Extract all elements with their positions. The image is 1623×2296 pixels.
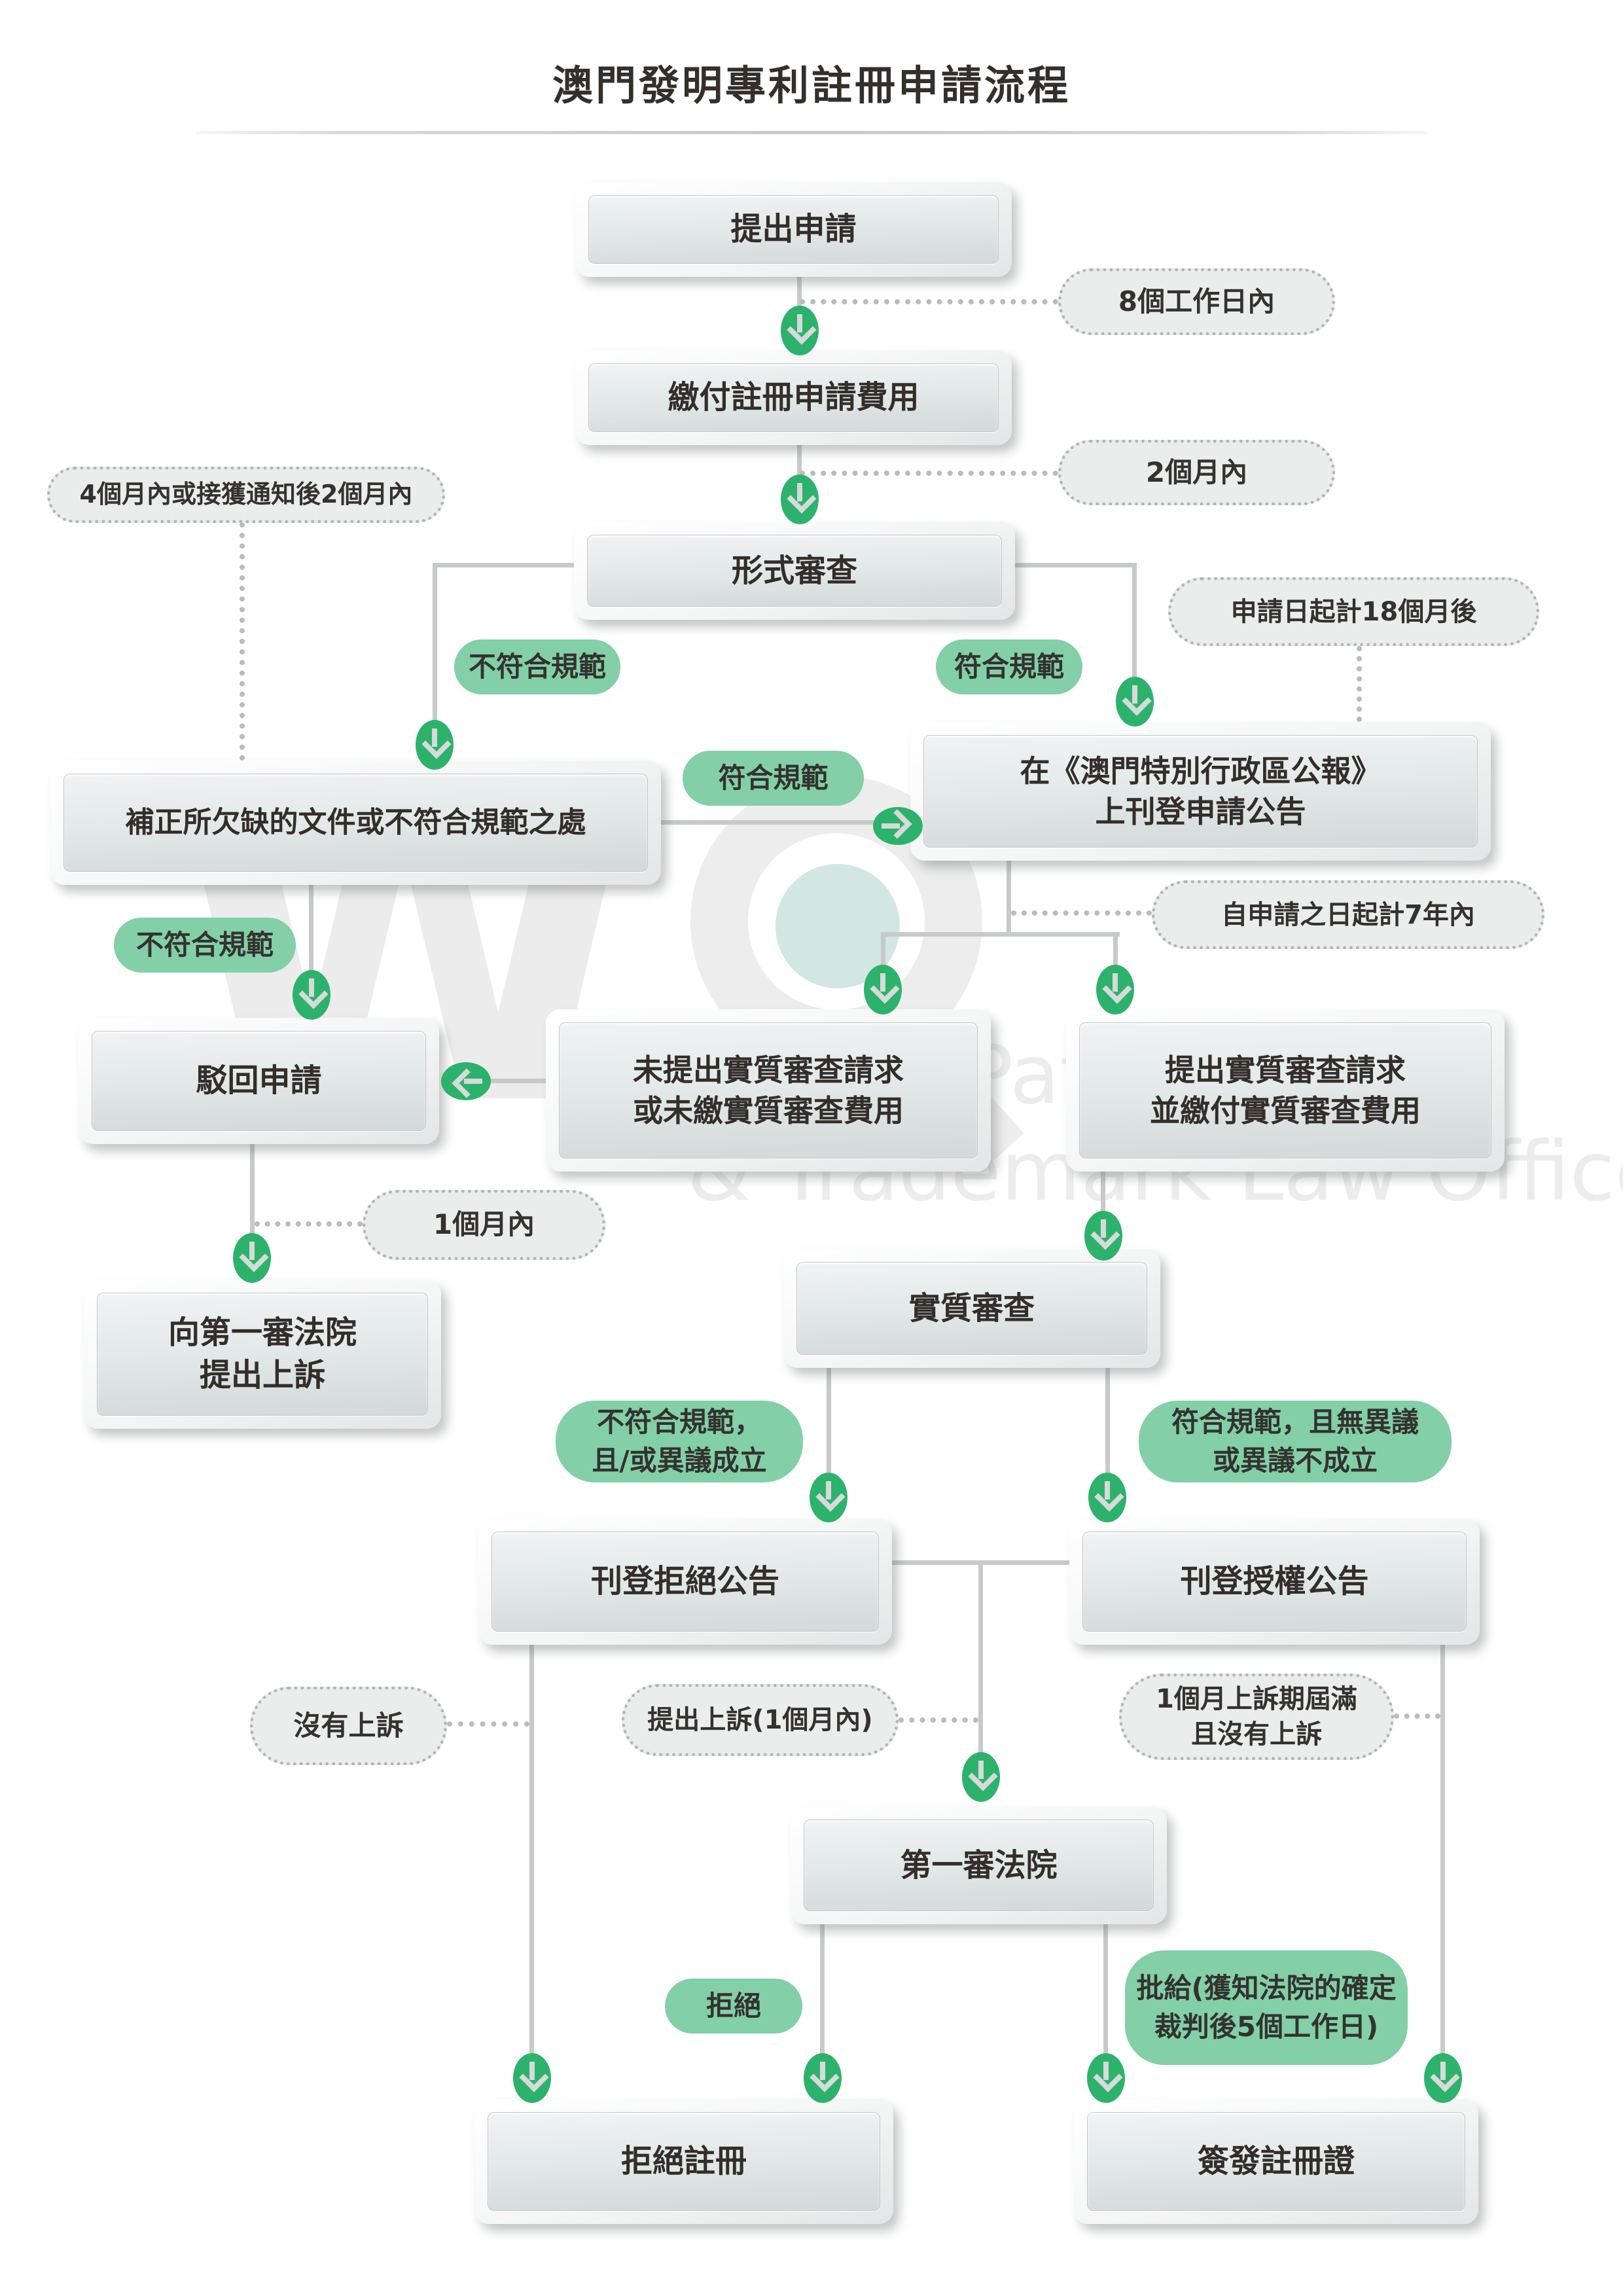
- arrow-down-icon: [864, 965, 902, 1014]
- arrow-down-icon: [781, 475, 819, 524]
- pill-compliant-no-objection: 符合規範，且無異議 或異議不成立: [1139, 1401, 1452, 1482]
- connector: [820, 1924, 825, 2058]
- connector: [1113, 932, 1118, 973]
- node-appeal-to-first-instance-court-label: 向第一審法院 提出上訴: [97, 1293, 428, 1416]
- oval-no-appeal: 沒有上訴: [250, 1687, 447, 1765]
- connector: [433, 563, 577, 567]
- arrow-down-icon: [233, 1233, 271, 1283]
- node-substantive-examination: 實質審查: [783, 1249, 1160, 1368]
- pill-non-compliant-formal: 不符合規範: [454, 639, 620, 694]
- arrow-down-icon: [416, 720, 454, 770]
- arrow-down-icon: [293, 970, 330, 1020]
- node-publish-grant-announcement: 刊登授權公告: [1069, 1518, 1480, 1645]
- dotted-connector: [800, 471, 1058, 476]
- node-refuse-registration: 拒絕註冊: [474, 2099, 893, 2224]
- arrow-down-icon: [781, 306, 819, 355]
- connector: [309, 885, 313, 978]
- arrow-left-icon: [441, 1062, 491, 1100]
- arrow-down-icon: [810, 1473, 847, 1522]
- oval-8-working-days: 8個工作日內: [1058, 268, 1335, 335]
- dotted-connector: [899, 1717, 978, 1723]
- node-first-instance-court-label: 第一審法院: [804, 1820, 1154, 1911]
- title-divider: [196, 131, 1427, 134]
- node-gazette-publication: 在《澳門特別行政區公報》 上刊登申請公告: [910, 722, 1491, 861]
- oval-2-months: 2個月內: [1058, 440, 1335, 505]
- page-title: 澳門發明專利註冊申請流程: [552, 62, 1071, 109]
- oval-appeal-within-1-month: 提出上訴(1個月內): [622, 1684, 899, 1756]
- node-substantive-request: 提出實質審查請求 並繳付實質審查費用: [1066, 1009, 1505, 1172]
- node-first-instance-court: 第一審法院: [791, 1806, 1167, 1924]
- node-submit-application-label: 提出申請: [588, 195, 999, 264]
- connector: [881, 932, 1120, 937]
- node-submit-application: 提出申請: [575, 182, 1012, 277]
- pill-court-refusal: 拒絕: [665, 1979, 802, 2034]
- node-pay-registration-fee-label: 繳付註冊申請費用: [588, 363, 999, 432]
- arrow-down-icon: [1424, 2053, 1462, 2103]
- connector: [1440, 1645, 1445, 2057]
- arrow-down-icon: [962, 1752, 1000, 1802]
- node-no-substantive-request-label: 未提出實質審查請求 或未繳實質審查費用: [559, 1022, 978, 1158]
- connector: [1007, 859, 1011, 937]
- node-correct-documents: 補正所欠缺的文件或不符合規範之處: [50, 761, 661, 885]
- node-pay-registration-fee: 繳付註冊申請費用: [575, 350, 1012, 445]
- node-refuse-registration-label: 拒絕註冊: [488, 2112, 880, 2211]
- dotted-connector: [1394, 1713, 1440, 1719]
- node-publish-refusal-announcement: 刊登拒絕公告: [478, 1518, 892, 1645]
- pill-non-compliant-after-correction: 不符合規範: [114, 918, 296, 973]
- pill-compliant-after-correction: 符合規範: [683, 751, 864, 806]
- connector: [1103, 1924, 1108, 2058]
- connector: [827, 1368, 831, 1480]
- dotted-connector: [1357, 646, 1362, 722]
- connector: [488, 1079, 546, 1083]
- node-issue-registration-certificate-label: 簽發註冊證: [1087, 2112, 1465, 2211]
- connector: [797, 445, 802, 492]
- connector: [1101, 1172, 1105, 1219]
- pill-compliant-formal: 符合規範: [936, 639, 1082, 694]
- arrow-down-icon: [1088, 1473, 1126, 1522]
- arrow-down-icon: [513, 2053, 551, 2103]
- node-appeal-to-first-instance-court: 向第一審法院 提出上訴: [84, 1280, 441, 1429]
- oval-appeal-period-expired: 1個月上訴期屆滿 且沒有上訴: [1119, 1674, 1394, 1760]
- dotted-connector: [255, 1221, 363, 1227]
- connector: [881, 932, 885, 973]
- connector: [978, 1560, 983, 1757]
- node-substantive-request-label: 提出實質審查請求 並繳付實質審查費用: [1079, 1022, 1491, 1158]
- connector: [661, 820, 883, 825]
- node-publish-grant-announcement-label: 刊登授權公告: [1082, 1532, 1467, 1632]
- node-reject-application-label: 駁回申請: [92, 1031, 426, 1131]
- oval-18-months-from-filing: 申請日起計18個月後: [1168, 577, 1539, 646]
- node-no-substantive-request: 未提出實質審查請求 或未繳實質審查費用: [546, 1009, 991, 1172]
- node-formal-examination: 形式審查: [574, 522, 1015, 620]
- arrow-down-icon: [1116, 677, 1154, 726]
- connector: [1015, 563, 1137, 567]
- dotted-connector: [240, 522, 245, 761]
- connector: [250, 1144, 255, 1242]
- connector: [529, 1645, 534, 2057]
- arrow-right-icon: [873, 807, 923, 845]
- oval-1-month: 1個月內: [363, 1190, 605, 1260]
- connector: [797, 277, 802, 323]
- dotted-connector: [800, 299, 1058, 304]
- node-reject-application: 駁回申請: [79, 1018, 439, 1144]
- dotted-connector: [447, 1721, 529, 1727]
- arrow-down-icon: [1096, 965, 1134, 1014]
- arrow-down-icon: [1087, 2053, 1125, 2103]
- node-gazette-publication-label: 在《澳門特別行政區公報》 上刊登申請公告: [923, 735, 1478, 848]
- node-substantive-examination-label: 實質審查: [796, 1262, 1147, 1355]
- node-issue-registration-certificate: 簽發註冊證: [1074, 2099, 1478, 2224]
- oval-4-months-or-2-months: 4個月內或接獲通知後2個月內: [47, 467, 445, 523]
- arrow-down-icon: [804, 2053, 842, 2103]
- node-formal-examination-label: 形式審查: [587, 535, 1002, 607]
- connector: [1132, 563, 1137, 685]
- node-correct-documents-label: 補正所欠缺的文件或不符合規範之處: [63, 774, 648, 872]
- oval-7-years-from-filing: 自申請之日起計7年內: [1152, 880, 1544, 949]
- dotted-connector: [1011, 910, 1152, 916]
- pill-court-grant: 批給(獲知法院的確定 裁判後5個工作日): [1125, 1950, 1408, 2065]
- arrow-down-icon: [1084, 1211, 1122, 1261]
- pill-non-compliant-objection-upheld: 不符合規範， 且/或異議成立: [556, 1401, 803, 1482]
- connector: [433, 563, 437, 728]
- connector: [1105, 1368, 1110, 1480]
- node-publish-refusal-announcement-label: 刊登拒絕公告: [491, 1532, 879, 1632]
